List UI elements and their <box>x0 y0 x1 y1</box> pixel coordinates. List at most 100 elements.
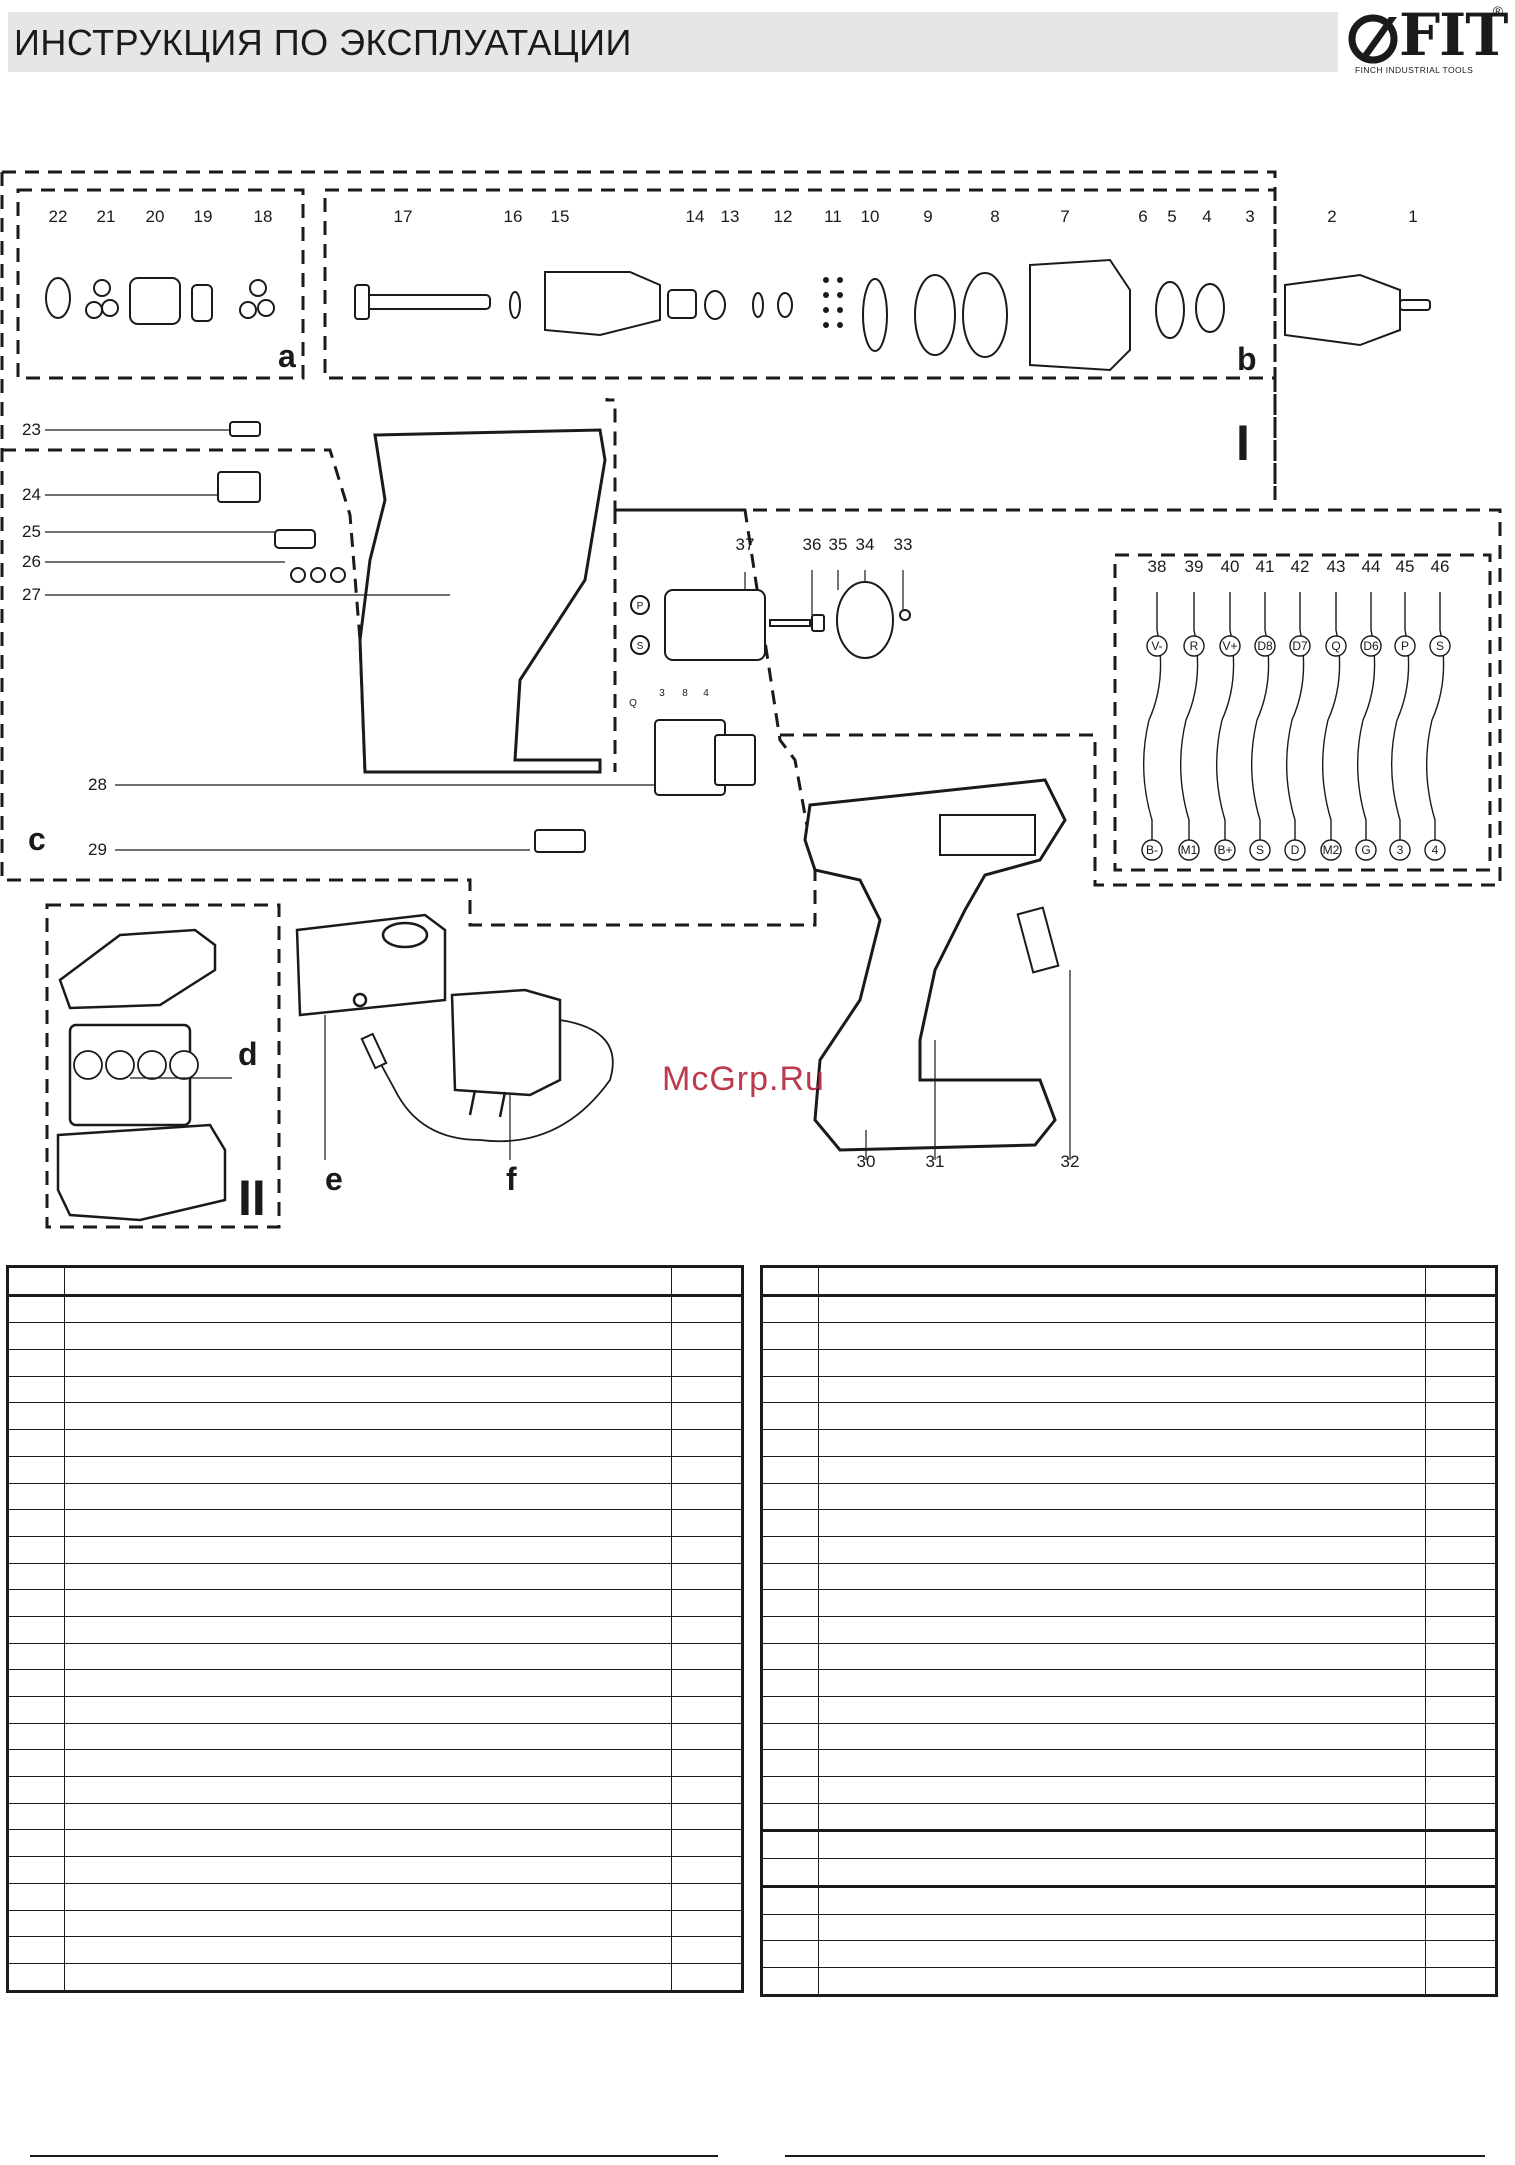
wire-bottom-label: B+ <box>1217 843 1232 857</box>
part-number-8: 8 <box>990 207 999 226</box>
wire-top-label: D6 <box>1363 639 1379 653</box>
table-cell <box>817 1455 1427 1484</box>
table-cell <box>817 1884 1427 1915</box>
table-cell <box>7 1562 65 1591</box>
table-cell <box>63 1829 673 1858</box>
table-cell <box>761 1455 819 1484</box>
table-cell <box>7 1429 65 1457</box>
table-row <box>7 1615 743 1644</box>
table-cell <box>817 1966 1427 1996</box>
wire-41 <box>1250 592 1270 850</box>
table-cell <box>817 1294 1427 1324</box>
wire-top-label: S <box>1436 639 1444 653</box>
wire-bottom-label: S <box>1256 843 1264 857</box>
wire-39 <box>1179 592 1199 850</box>
table-row <box>7 1589 743 1617</box>
part-number-32: 32 <box>1061 1152 1080 1171</box>
table-cell <box>671 1722 743 1751</box>
table-cell <box>761 1375 819 1404</box>
part-number-4: 4 <box>1202 207 1211 226</box>
wire-terminal-circle <box>1141 839 1163 861</box>
table-row <box>761 1349 1497 1377</box>
part-number-26: 26 <box>22 552 41 571</box>
table-row <box>761 1696 1497 1724</box>
table-cell <box>671 1802 743 1831</box>
wire-terminal-circle <box>1289 635 1311 657</box>
table-row <box>761 1482 1497 1511</box>
table-row <box>7 1294 743 1324</box>
table-header-row <box>761 1266 1497 1297</box>
table-cell <box>7 1936 65 1964</box>
wire-top-label: V- <box>1151 639 1162 653</box>
handle-left-shell <box>358 428 607 774</box>
table-row <box>7 1776 743 1804</box>
table-cell <box>7 1829 65 1858</box>
table-cell <box>761 1349 819 1377</box>
registered-mark: ® <box>1492 3 1503 19</box>
part-number-12: 12 <box>774 207 793 226</box>
table-cell <box>63 1936 673 1964</box>
part-number-10: 10 <box>861 207 880 226</box>
wire-terminal-circle <box>1214 839 1236 861</box>
wire-terminal-circle <box>1424 839 1446 861</box>
motor-plate <box>836 581 894 659</box>
table-row <box>761 1615 1497 1644</box>
table-row <box>7 1722 743 1751</box>
footer-rule-left <box>30 2155 718 2157</box>
part-number-9: 9 <box>923 207 932 226</box>
group-label-e: e <box>325 1161 343 1197</box>
part-number-17: 17 <box>394 207 413 226</box>
part-number-38: 38 <box>1148 557 1167 576</box>
table-cell <box>63 1749 673 1778</box>
table-cell <box>1425 1884 1497 1915</box>
part-number-45: 45 <box>1396 557 1415 576</box>
table-cell <box>1425 1562 1497 1591</box>
part-number-41: 41 <box>1256 557 1275 576</box>
part-number-2: 2 <box>1327 207 1336 226</box>
switch-terminal-label: Q <box>629 698 637 709</box>
part-number-37: 37 <box>736 535 755 554</box>
table-cell <box>7 1749 65 1778</box>
wire-terminal-circle <box>1254 635 1276 657</box>
table-cell <box>63 1802 673 1831</box>
part-number-39: 39 <box>1185 557 1204 576</box>
table-cell <box>817 1322 1427 1351</box>
table-cell <box>1425 1642 1497 1671</box>
table-row <box>7 1696 743 1724</box>
table-row <box>761 1589 1497 1617</box>
table-cell <box>761 1642 819 1671</box>
logo-wordmark: FIT <box>1399 1 1508 69</box>
table-cell <box>671 1455 743 1484</box>
table-cell <box>7 1294 65 1324</box>
table-cell <box>1425 1669 1497 1697</box>
table-row <box>761 1642 1497 1671</box>
table-cell <box>7 1802 65 1831</box>
table-cell <box>7 1402 65 1431</box>
part-number-22: 22 <box>49 207 68 226</box>
table-cell <box>817 1615 1427 1644</box>
table-row <box>7 1669 743 1697</box>
table-cell <box>817 1669 1427 1697</box>
part-number-13: 13 <box>721 207 740 226</box>
wire-bottom-label: G <box>1361 843 1370 857</box>
table-cell <box>671 1429 743 1457</box>
table-cell <box>761 1669 819 1697</box>
part-number-24: 24 <box>22 485 41 504</box>
table-cell <box>7 1322 65 1351</box>
table-cell <box>63 1856 673 1884</box>
table-cell <box>761 1402 819 1431</box>
table-cell <box>761 1776 819 1804</box>
part-number-31: 31 <box>926 1152 945 1171</box>
table-row <box>7 1856 743 1884</box>
wire-bottom-label: B- <box>1146 843 1158 857</box>
table-cell <box>63 1909 673 1938</box>
table-cell <box>761 1589 819 1617</box>
wire-terminal-circle <box>1284 839 1306 861</box>
table-cell <box>63 1589 673 1617</box>
footer-rule-right <box>785 2155 1485 2157</box>
part-number-35: 35 <box>829 535 848 554</box>
motor-terminal-label: S <box>637 641 644 652</box>
table-cell <box>671 1562 743 1591</box>
table-cell <box>63 1322 673 1351</box>
table-cell <box>817 1940 1427 1968</box>
